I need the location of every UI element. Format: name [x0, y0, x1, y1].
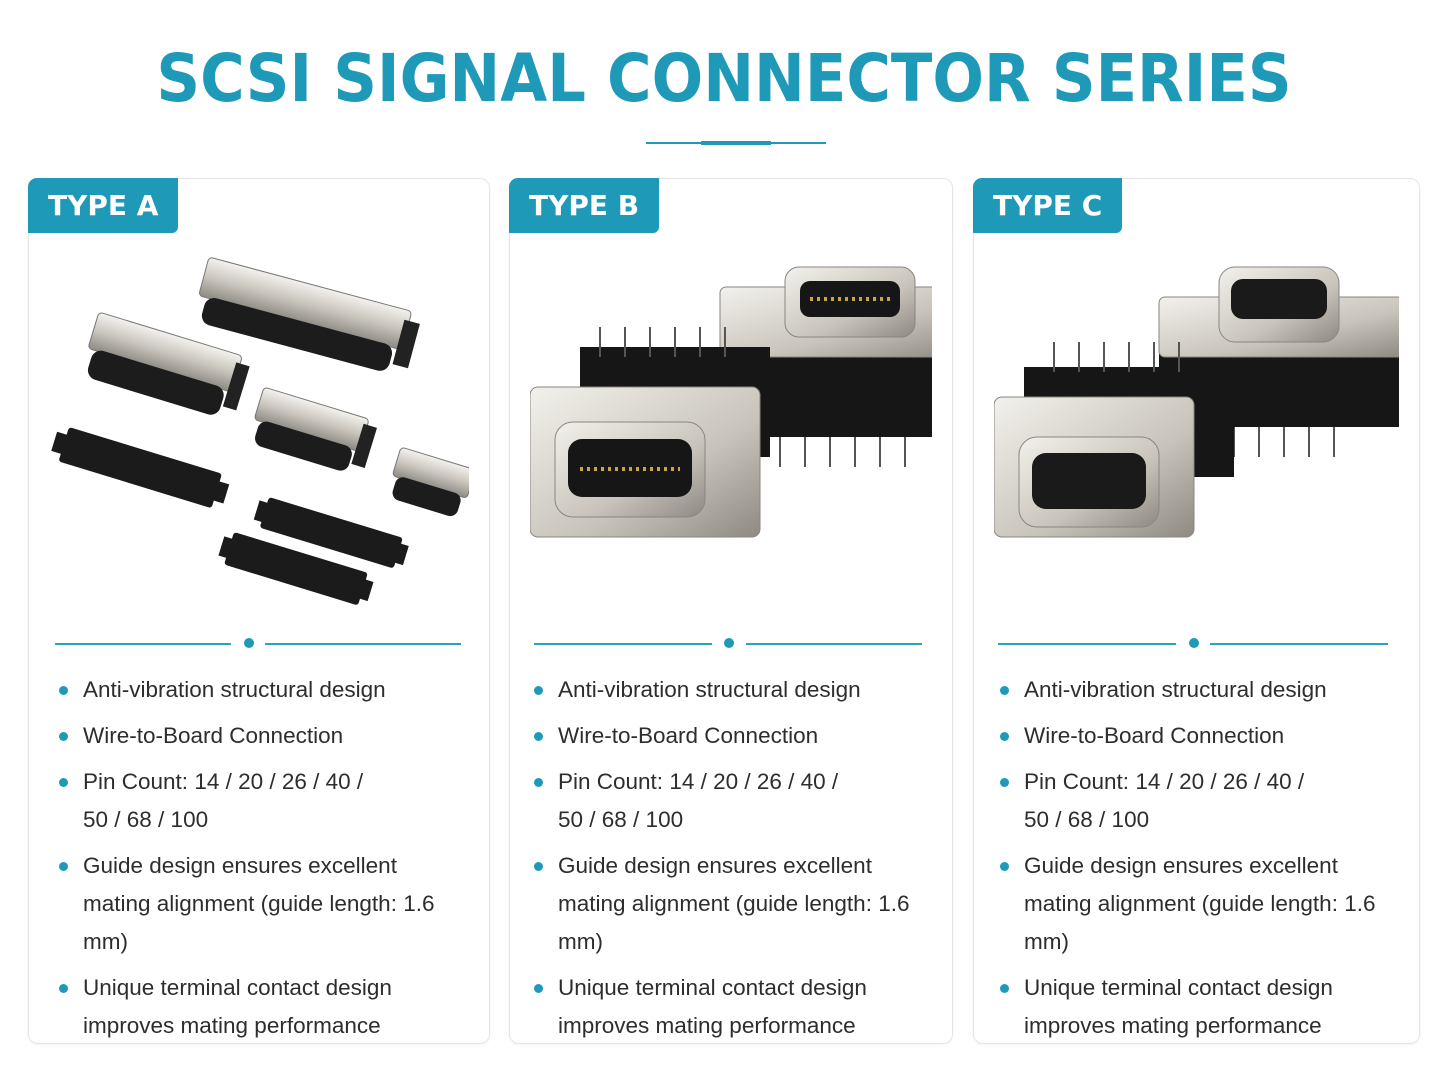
feature-text: Pin Count: 14 / 20 / 26 / 40 / — [1024, 769, 1305, 794]
feature-text: improves mating performance — [558, 1013, 856, 1038]
feature-item: Unique terminal contact design improves m… — [996, 969, 1409, 1045]
product-card-type-b: TYPE B — [509, 178, 961, 1044]
section-divider-right — [265, 643, 461, 645]
feature-text: Pin Count: 14 / 20 / 26 / 40 / — [558, 769, 839, 794]
feature-item: Pin Count: 14 / 20 / 26 / 40 / 50 / 68 / … — [530, 763, 942, 839]
feature-text: Unique terminal contact design — [558, 975, 867, 1000]
feature-item: Unique terminal contact design improves m… — [530, 969, 942, 1045]
product-card-type-a: TYPE A — [28, 178, 490, 1044]
feature-text: Anti-vibration structural design — [558, 677, 861, 702]
divider-dot — [244, 638, 254, 648]
feature-item: Pin Count: 14 / 20 / 26 / 40 / 50 / 68 / … — [996, 763, 1409, 839]
feature-text: mating alignment (guide length: 1.6 mm) — [1024, 891, 1376, 954]
feature-item: Anti-vibration structural design — [996, 671, 1409, 709]
feature-text: 50 / 68 / 100 — [1024, 807, 1150, 832]
feature-item: Wire-to-Board Connection — [55, 717, 479, 755]
section-divider-left — [534, 643, 712, 645]
feature-item: Guide design ensures excellent mating ali… — [530, 847, 942, 961]
feature-text: improves mating performance — [83, 1013, 381, 1038]
product-card-type-c: TYPE C — [973, 178, 1420, 1044]
section-divider-left — [55, 643, 231, 645]
title-underline — [646, 141, 826, 145]
feature-item: Wire-to-Board Connection — [996, 717, 1409, 755]
type-badge: TYPE C — [973, 178, 1123, 233]
product-photo-type-b — [529, 237, 961, 627]
feature-item: Anti-vibration structural design — [530, 671, 942, 709]
divider-dot — [1189, 638, 1199, 648]
feature-text: 50 / 68 / 100 — [558, 807, 684, 832]
divider-dot — [724, 638, 734, 648]
feature-list: Anti-vibration structural design Wire-to… — [996, 671, 1409, 1053]
feature-text: Unique terminal contact design — [1024, 975, 1333, 1000]
feature-text: Anti-vibration structural design — [1024, 677, 1327, 702]
connector-illustration — [993, 266, 1405, 538]
section-divider-left — [998, 643, 1176, 645]
product-photo-type-a — [49, 237, 476, 627]
section-divider-right — [1210, 643, 1388, 645]
feature-item: Wire-to-Board Connection — [530, 717, 942, 755]
feature-item: Guide design ensures excellent mating ali… — [55, 847, 479, 961]
feature-item: Guide design ensures excellent mating ali… — [996, 847, 1409, 961]
connector-illustration — [529, 266, 961, 538]
page-title: SCSI SIGNAL CONNECTOR SERIES — [156, 40, 1292, 117]
feature-list: Anti-vibration structural design Wire-to… — [55, 671, 479, 1053]
feature-item: Anti-vibration structural design — [55, 671, 479, 709]
feature-text: Wire-to-Board Connection — [558, 723, 819, 748]
feature-text: improves mating performance — [1024, 1013, 1322, 1038]
feature-text: Wire-to-Board Connection — [83, 723, 344, 748]
feature-item: Unique terminal contact design improves m… — [55, 969, 479, 1045]
product-photo-type-c — [993, 237, 1405, 627]
feature-text: mating alignment (guide length: 1.6 mm) — [558, 891, 910, 954]
feature-text: Guide design ensures excellent — [558, 853, 872, 878]
feature-text: mating alignment (guide length: 1.6 mm) — [83, 891, 435, 954]
feature-text: Anti-vibration structural design — [83, 677, 386, 702]
feature-text: Unique terminal contact design — [83, 975, 392, 1000]
feature-text: 50 / 68 / 100 — [83, 807, 209, 832]
feature-text: Pin Count: 14 / 20 / 26 / 40 / — [83, 769, 364, 794]
connector-illustration — [51, 257, 476, 605]
feature-list: Anti-vibration structural design Wire-to… — [530, 671, 942, 1053]
section-divider-right — [746, 643, 922, 645]
feature-item: Pin Count: 14 / 20 / 26 / 40 / 50 / 68 / … — [55, 763, 479, 839]
feature-text: Guide design ensures excellent — [1024, 853, 1338, 878]
type-badge: TYPE A — [28, 178, 179, 233]
type-badge: TYPE B — [509, 178, 660, 233]
feature-text: Guide design ensures excellent — [83, 853, 397, 878]
feature-text: Wire-to-Board Connection — [1024, 723, 1285, 748]
